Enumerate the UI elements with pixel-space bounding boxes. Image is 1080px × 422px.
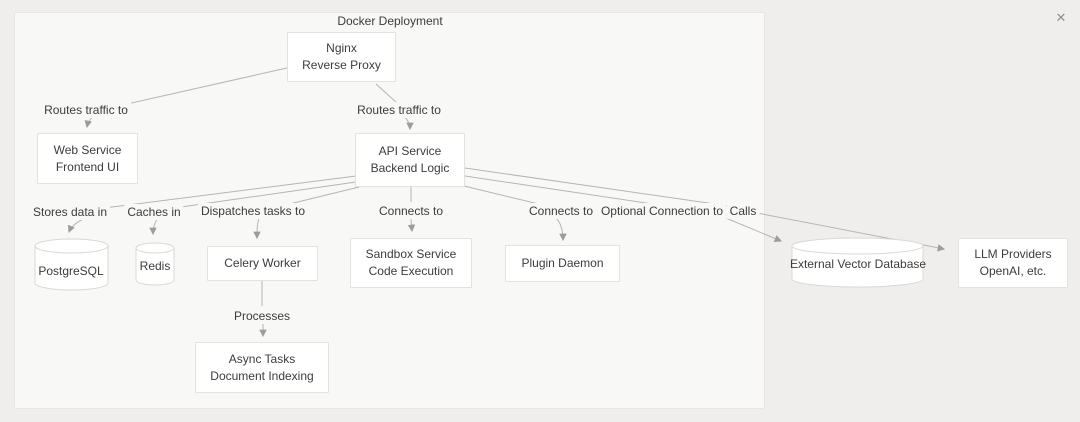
edge-api-plugin [463,185,548,207]
edge-api-postgresql-arrow [67,217,87,234]
node-api-service: API Service Backend Logic [355,133,465,187]
node-label: Celery Worker [224,256,301,270]
postgresql-cylinder-top [34,238,109,254]
node-label: OpenAI, etc. [979,264,1047,278]
node-label: Async Tasks [228,351,296,366]
redis-cylinder-body [135,248,175,286]
node-label: API Service [378,144,442,158]
node-label: Frontend UI [55,159,120,174]
edge-label-caches-in: Caches in [124,204,184,220]
edge-api-llm [464,167,730,207]
node-label: Reverse Proxy [302,58,381,72]
cylinder-shapes [34,237,924,291]
node-label: Web Service [53,142,122,157]
node-label: Document Indexing [210,368,314,383]
edge-api-sandbox-arrow [407,218,416,233]
edges [67,67,946,338]
edge-label-connects-to-plugin: Connects to [525,203,597,219]
edge-api-postgresql [103,175,357,209]
edge-nginx-web [117,67,288,107]
node-web-service: Web Service Frontend UI [37,133,138,184]
edge-api-vectordb-arrow [720,215,783,243]
node-label: Backend Logic [370,161,450,175]
node-sandbox-service: Sandbox Service Code Execution [350,238,472,288]
edge-label-connects-to-sandbox: Connects to [375,203,447,219]
node-label: Code Execution [368,264,454,278]
redis-cylinder-top [135,242,175,254]
node-async-tasks: Async Tasks Document Indexing [195,342,329,393]
edge-api-plugin-arrow [555,217,567,242]
node-nginx: Nginx Reverse Proxy [287,32,396,82]
node-label: LLM Providers [974,247,1052,261]
edge-label-stores-data-in: Stores data in [29,204,111,220]
node-plugin-daemon: Plugin Daemon [505,245,620,282]
node-postgresql-label: PostgreSQL [38,264,104,278]
diagram-title: Docker Deployment [337,14,443,28]
vector-db-cylinder-top [791,237,924,255]
edge-label-routes-traffic-api: Routes traffic to [354,102,444,118]
node-label: Nginx [326,41,357,55]
node-external-vector-db-label: External Vector Database [789,257,927,271]
node-redis-label: Redis [139,259,171,273]
node-label: Plugin Daemon [521,256,604,270]
edge-label-routes-traffic-web: Routes traffic to [41,102,131,118]
node-llm-providers: LLM Providers OpenAI, etc. [958,238,1068,288]
edge-api-celery-arrow [253,217,261,240]
close-icon[interactable]: ✕ [1055,10,1067,25]
edge-label-processes: Processes [230,308,294,324]
node-celery-worker: Celery Worker [207,246,318,281]
vector-db-cylinder-body [791,246,924,288]
edge-label-calls: Calls [726,203,760,219]
edge-label-dispatches-tasks-to: Dispatches tasks to [197,203,309,219]
postgresql-cylinder-body [34,246,109,291]
node-label: Sandbox Service [365,247,457,261]
edge-api-redis-arrow [149,217,159,236]
edge-label-optional-connection-to: Optional Connection to [597,203,727,219]
edge-nginx-api [375,83,398,104]
